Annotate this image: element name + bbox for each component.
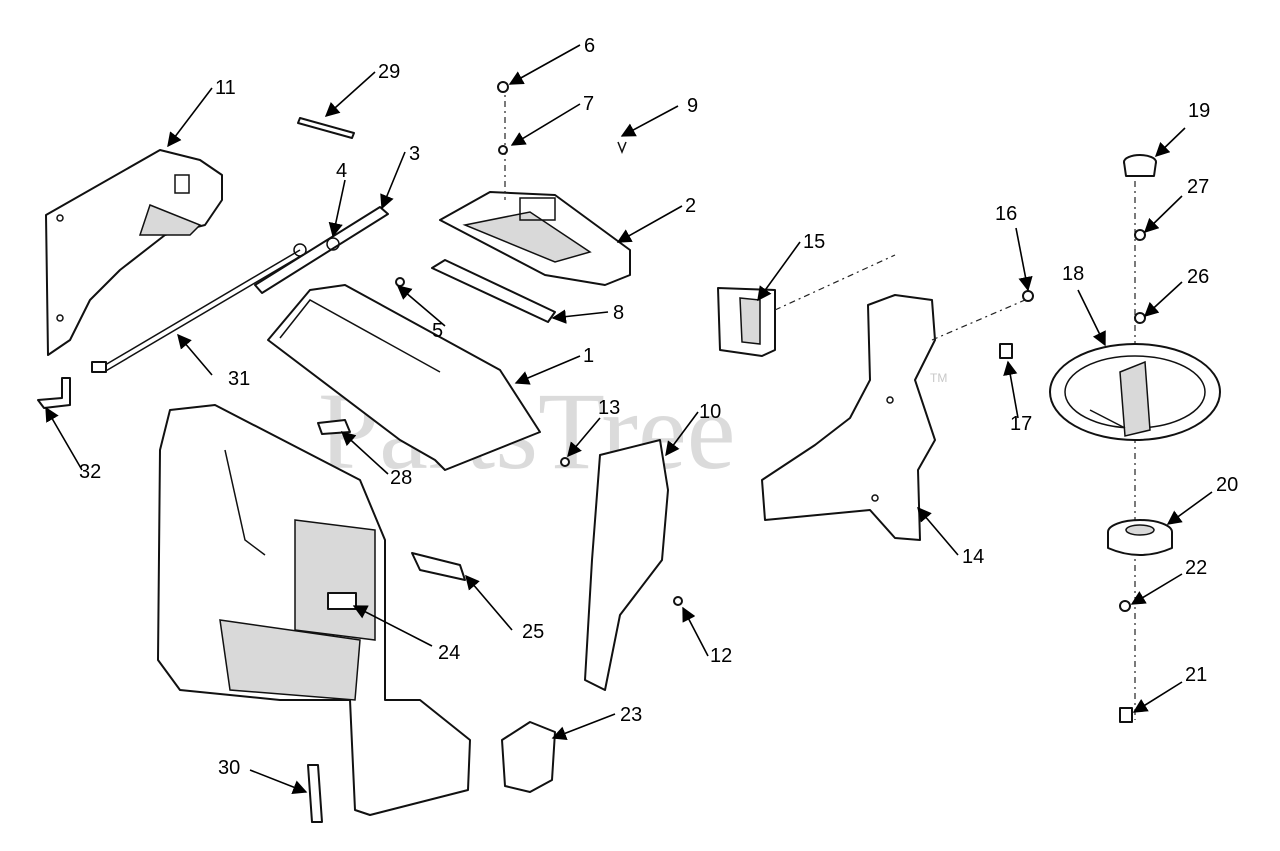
part-10-side-cover — [584, 439, 669, 691]
callout-23: 23 — [620, 704, 642, 726]
callout-17: 17 — [1010, 413, 1032, 435]
callout-16: 16 — [995, 203, 1017, 225]
callout-10: 10 — [699, 401, 721, 423]
part-22-washer — [1119, 600, 1131, 612]
part-21-bolt — [1119, 707, 1133, 723]
part-2-dash-panel — [439, 191, 631, 286]
callout-19: 19 — [1188, 100, 1210, 122]
part-28-clip — [317, 419, 351, 435]
callout-6: 6 — [584, 35, 595, 57]
part-25-block — [411, 552, 466, 581]
callout-32: 32 — [79, 461, 101, 483]
callout-27: 27 — [1187, 176, 1209, 198]
part-5-fastener — [395, 277, 405, 287]
part-3-rod — [254, 206, 389, 294]
callout-8: 8 — [613, 302, 624, 324]
callout-13: 13 — [598, 397, 620, 419]
callout-26: 26 — [1187, 266, 1209, 288]
part-14-panel — [761, 294, 936, 541]
callout-11: 11 — [215, 77, 236, 99]
callout-12: 12 — [710, 645, 732, 667]
part-30-trim — [307, 764, 323, 823]
part-23-cover — [501, 721, 556, 793]
watermark-tm: TM — [930, 371, 947, 385]
callout-28: 28 — [390, 467, 412, 489]
callout-21: 21 — [1185, 664, 1207, 686]
align-line-17 — [931, 299, 1026, 341]
callout-2: 2 — [685, 195, 696, 217]
callout-22: 22 — [1185, 557, 1207, 579]
part-1-hood — [267, 284, 541, 471]
callout-18: 18 — [1062, 263, 1084, 285]
part-12-nut — [673, 596, 683, 606]
part-16-screw — [1022, 290, 1034, 302]
part-31-cable — [91, 249, 305, 373]
callout-24: 24 — [438, 642, 460, 664]
callout-7: 7 — [583, 93, 594, 115]
part-17-bolt — [999, 343, 1013, 359]
callout-31: 31 — [228, 368, 250, 390]
callout-29: 29 — [378, 61, 400, 83]
callout-leaders — [45, 44, 1213, 794]
part-27-nut — [1134, 229, 1146, 241]
align-line-15 — [774, 254, 896, 311]
callout-30: 30 — [218, 757, 240, 779]
part-13-nut — [560, 457, 570, 467]
part-32-bracket — [37, 377, 71, 409]
callout-4: 4 — [336, 160, 347, 182]
part-29-pin — [297, 117, 355, 139]
part-9-clip — [617, 141, 627, 155]
callout-9: 9 — [687, 95, 698, 117]
part-6-screw — [497, 81, 509, 93]
part-26-washer — [1134, 312, 1146, 324]
part-11-side-panel — [45, 149, 223, 356]
part-20-hub — [1107, 519, 1173, 556]
part-19-cap — [1123, 154, 1157, 177]
callout-15: 15 — [803, 231, 825, 253]
callout-14: 14 — [962, 546, 984, 568]
callout-5: 5 — [432, 320, 443, 342]
callout-20: 20 — [1216, 474, 1238, 496]
callout-25: 25 — [522, 621, 544, 643]
part-18-steering-wheel — [1049, 343, 1221, 441]
callout-numbers: 1 2 3 4 5 6 7 8 9 10 11 12 13 14 15 16 1… — [79, 35, 1238, 779]
callout-3: 3 — [409, 143, 420, 165]
main-body — [157, 404, 471, 816]
callout-1: 1 — [583, 345, 594, 367]
part-7-washer — [498, 145, 508, 155]
part-15-bracket — [717, 287, 776, 357]
